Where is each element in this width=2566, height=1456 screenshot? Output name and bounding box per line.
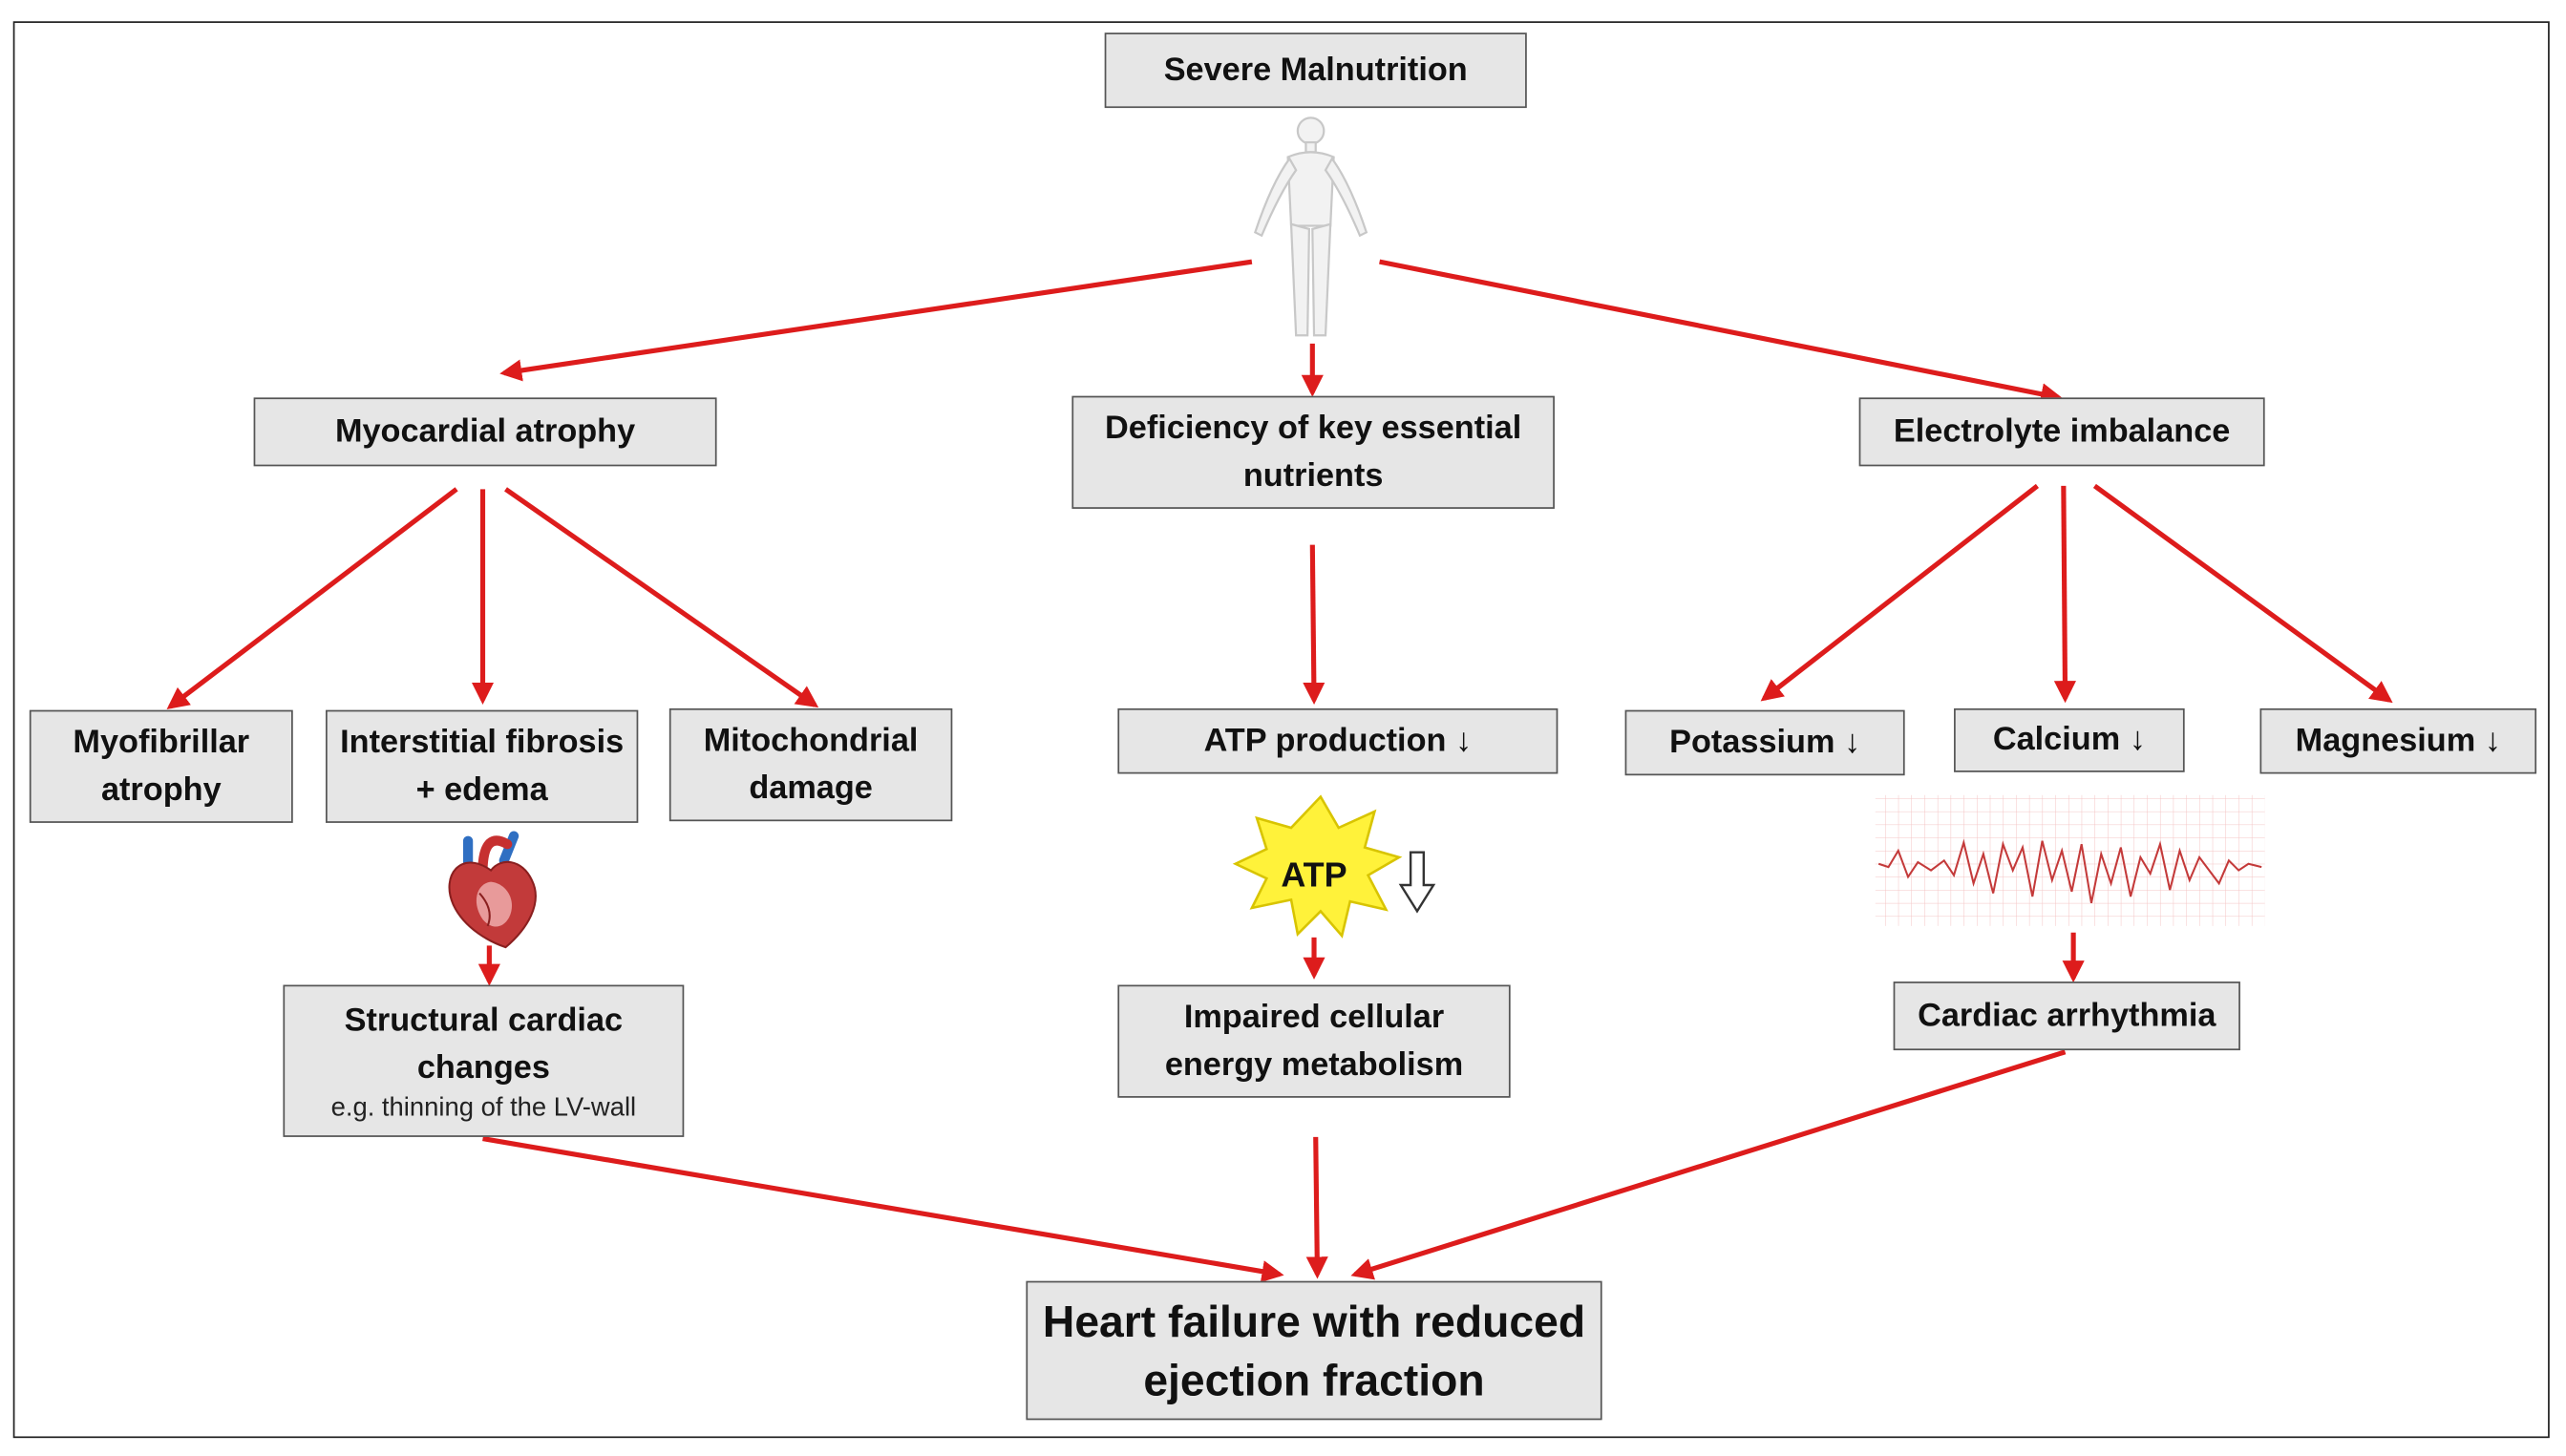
ecg-trace-icon [1875, 794, 2265, 926]
arrow-electrolyte-to-magnesium [2092, 483, 2393, 704]
magnesium-label: Magnesium ↓ [2295, 722, 2501, 759]
impaired-metabolism-box: Impaired cellular energy metabolism [1117, 984, 1511, 1098]
myocardial-atrophy-box: Myocardial atrophy [253, 397, 717, 467]
impaired-metabolism-label: Impaired cellular energy metabolism [1164, 999, 1464, 1083]
down-arrow-outline-icon [1398, 851, 1436, 914]
potassium-box: Potassium ↓ [1624, 709, 1905, 776]
arrow-structural-to-outcome [482, 1136, 1284, 1283]
deficiency-box: Deficiency of key essential nutrients [1071, 395, 1555, 509]
arrow-impaired-to-outcome [1305, 1136, 1328, 1279]
heart-icon [448, 831, 537, 949]
interstitial-fibrosis-box: Interstitial fibrosis + edema [326, 709, 639, 823]
atp-production-label: ATP production ↓ [1203, 722, 1473, 759]
heart-failure-label: Heart failure with reduced ejection frac… [1042, 1296, 1586, 1405]
atp-burst-label: ATP [1281, 855, 1347, 895]
arrow-arrhythmia-to-outcome [1350, 1049, 2067, 1280]
arrow-myocardial-to-mitochondrial [504, 487, 819, 708]
calcium-label: Calcium ↓ [1992, 721, 2146, 758]
arrow-electrolyte-to-potassium [1760, 483, 2040, 702]
arrow-electrolyte-to-calcium [2053, 485, 2076, 704]
magnesium-box: Magnesium ↓ [2259, 707, 2537, 774]
arrow-body-to-myocardial [499, 259, 1253, 382]
structural-changes-box: Structural cardiac changes e.g. thinning… [283, 984, 685, 1137]
arrow-body-to-electrolyte [1379, 259, 2064, 406]
electrolyte-imbalance-box: Electrolyte imbalance [1858, 397, 2265, 467]
structural-changes-label: Structural cardiac changes [344, 1002, 624, 1086]
electrolyte-imbalance-label: Electrolyte imbalance [1893, 412, 2231, 450]
severe-malnutrition-box: Severe Malnutrition [1104, 32, 1527, 109]
potassium-label: Potassium ↓ [1669, 724, 1861, 760]
deficiency-label: Deficiency of key essential nutrients [1105, 410, 1522, 494]
calcium-box: Calcium ↓ [1954, 707, 2185, 772]
cardiac-arrhythmia-label: Cardiac arrhythmia [1918, 997, 2216, 1034]
interstitial-fibrosis-label: Interstitial fibrosis + edema [340, 724, 625, 808]
atp-burst-icon [1232, 794, 1403, 939]
heart-failure-box: Heart failure with reduced ejection frac… [1026, 1280, 1602, 1421]
diagram-frame [12, 21, 2550, 1439]
mitochondrial-damage-box: Mitochondrial damage [668, 707, 953, 822]
severe-malnutrition-label: Severe Malnutrition [1163, 51, 1468, 88]
cardiac-arrhythmia-box: Cardiac arrhythmia [1893, 981, 2240, 1051]
myofibrillar-atrophy-box: Myofibrillar atrophy [29, 709, 293, 823]
atp-production-box: ATP production ↓ [1117, 707, 1559, 774]
arrow-myocardial-to-myofibrillar [166, 487, 458, 710]
structural-changes-example: e.g. thinning of the LV-wall [330, 1093, 637, 1122]
myocardial-atrophy-label: Myocardial atrophy [334, 412, 636, 450]
human-body-icon [1253, 116, 1368, 337]
myofibrillar-atrophy-label: Myofibrillar atrophy [73, 724, 250, 808]
arrow-deficiency-to-atp [1303, 544, 1325, 706]
mitochondrial-damage-label: Mitochondrial damage [703, 722, 919, 806]
